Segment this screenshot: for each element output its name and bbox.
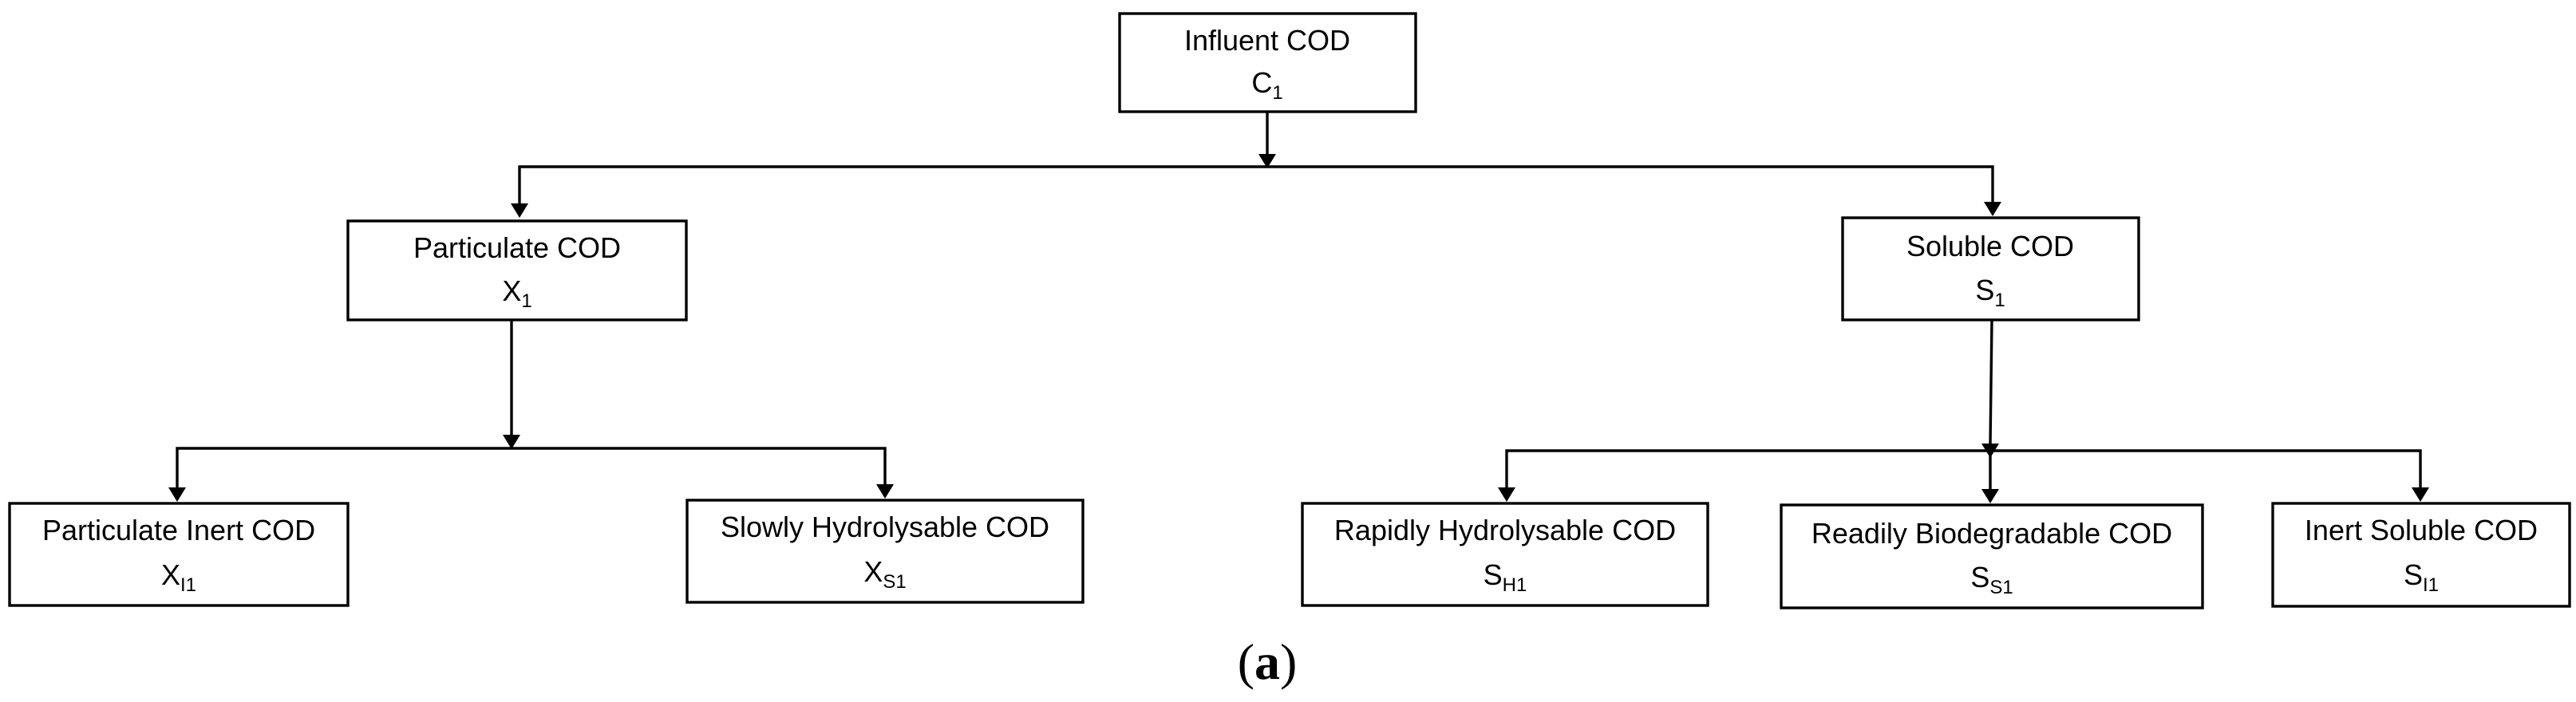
label-rapidly-hydrolysable-cod: Rapidly Hydrolysable COD (1334, 514, 1676, 546)
label-particulate-cod: Particulate COD (413, 231, 621, 264)
node-soluble-cod: Soluble COD S1 (1841, 216, 2140, 321)
box-soluble-cod (1841, 216, 2140, 321)
box-rapidly-hydrolysable-cod (1301, 502, 1709, 607)
node-inert-soluble-cod: Inert Soluble COD SI1 (2271, 502, 2571, 608)
symbol-influent-cod: C1 (1251, 66, 1282, 104)
arrowhead-to-particulate-inert (168, 487, 186, 502)
symbol-particulate-cod: X1 (502, 274, 531, 312)
node-particulate-cod: Particulate COD X1 (346, 219, 688, 321)
symbol-slowly-hydrolysable-cod: XS1 (863, 555, 906, 593)
symbol-inert-soluble-cod: SI1 (2404, 558, 2439, 596)
box-influent-cod (1118, 12, 1417, 113)
symbol-readily-biodegradable-cod: SS1 (1970, 561, 2013, 598)
symbol-particulate-inert-cod: XI1 (161, 558, 196, 596)
node-rapidly-hydrolysable-cod: Rapidly Hydrolysable COD SH1 (1301, 502, 1709, 607)
arrowhead-particulate-split (503, 435, 520, 449)
box-inert-soluble-cod (2271, 502, 2571, 608)
label-soluble-cod: Soluble COD (1906, 230, 2074, 262)
arrowhead-to-readily-biodegradable (1981, 489, 1999, 503)
node-influent-cod: Influent COD C1 (1118, 12, 1417, 113)
arrowhead-to-slowly-hydrolysable (876, 484, 894, 499)
connector-soluble-down (1989, 319, 1993, 445)
arrowhead-to-rapidly-hydrolysable (1498, 487, 1515, 502)
arrowhead-to-particulate (511, 203, 528, 218)
label-influent-cod: Influent COD (1184, 24, 1350, 57)
box-particulate-inert-cod (8, 502, 350, 607)
label-particulate-inert-cod: Particulate Inert COD (42, 514, 315, 546)
figure-caption: (a) (1238, 633, 1298, 690)
box-readily-biodegradable-cod (1780, 503, 2204, 609)
arrowhead-influent-split (1258, 154, 1276, 168)
symbol-soluble-cod: S1 (1975, 274, 2005, 311)
node-slowly-hydrolysable-cod: Slowly Hydrolysable COD XS1 (685, 499, 1085, 604)
node-readily-biodegradable-cod: Readily Biodegradable COD SS1 (1780, 503, 2204, 609)
connector-soluble-bus (1505, 449, 2422, 488)
box-slowly-hydrolysable-cod (685, 499, 1085, 604)
label-inert-soluble-cod: Inert Soluble COD (2305, 514, 2538, 546)
label-slowly-hydrolysable-cod: Slowly Hydrolysable COD (721, 511, 1049, 543)
arrowhead-to-inert-soluble (2412, 487, 2429, 502)
arrowhead-to-soluble (1984, 202, 2001, 216)
symbol-rapidly-hydrolysable-cod: SH1 (1484, 558, 1527, 596)
connector-level1-bus (518, 165, 1994, 204)
node-particulate-inert-cod: Particulate Inert COD XI1 (8, 502, 350, 607)
connectors (168, 112, 2429, 503)
box-particulate-cod (346, 219, 688, 321)
connector-particulate-bus (176, 447, 887, 488)
label-readily-biodegradable-cod: Readily Biodegradable COD (1811, 517, 2172, 550)
